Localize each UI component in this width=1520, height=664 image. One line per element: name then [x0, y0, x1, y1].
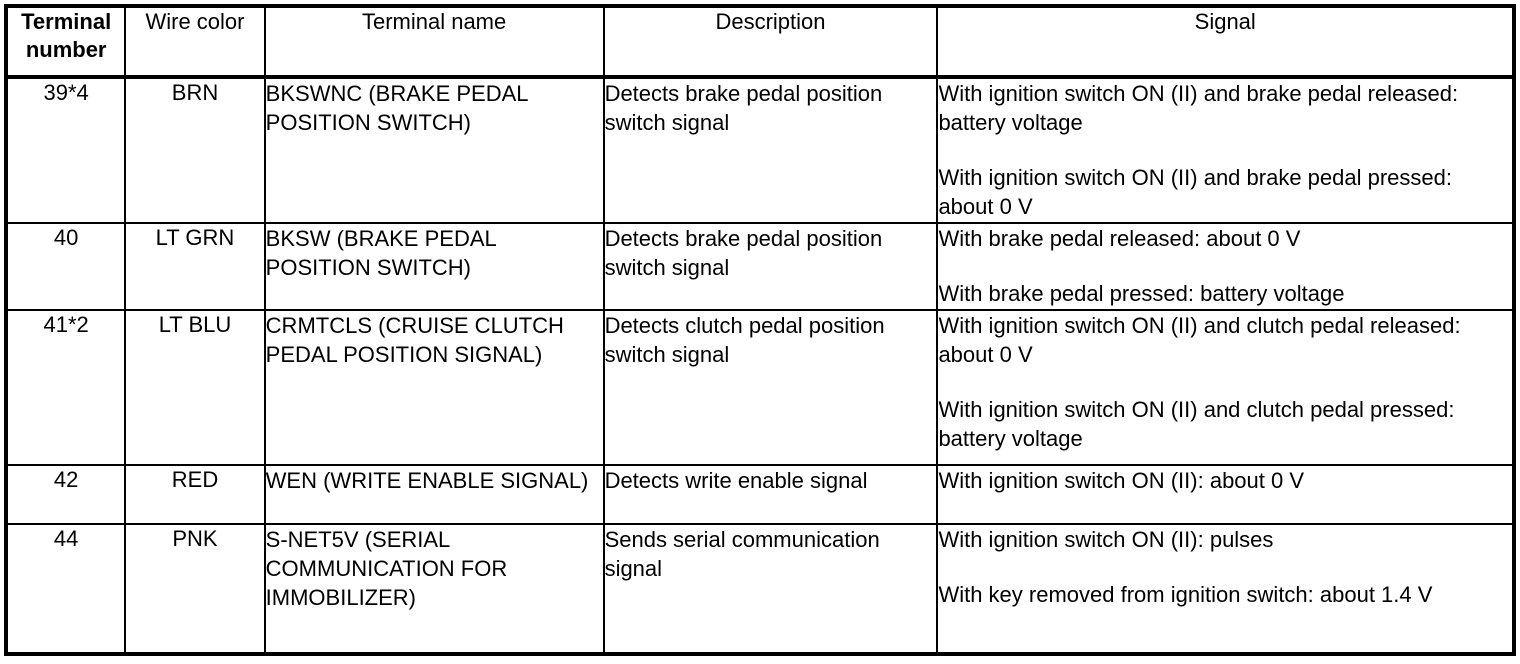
cell-wire-color: PNK	[124, 523, 266, 654]
column-header-signal: Signal	[936, 5, 1515, 79]
cell-wire-color: LT BLU	[124, 309, 266, 466]
cell-signal: With ignition switch ON (II): pulses Wit…	[936, 523, 1515, 654]
cell-terminal-name: BKSWNC (BRAKE PEDAL POSITION SWITCH)	[263, 76, 605, 224]
cell-signal: With ignition switch ON (II) and brake p…	[936, 76, 1515, 224]
column-header-terminal-name: Terminal name	[263, 5, 605, 79]
cell-terminal-name: CRMTCLS (CRUISE CLUTCH PEDAL POSITION SI…	[263, 309, 605, 466]
cell-terminal-number: 42	[4, 464, 127, 525]
cell-description: Detects write enable signal	[602, 464, 939, 525]
cell-terminal-name: BKSW (BRAKE PEDAL POSITION SWITCH)	[263, 222, 605, 311]
table-row: 42 RED WEN (WRITE ENABLE SIGNAL) Detects…	[4, 464, 1515, 525]
terminal-spec-table: Terminal number Wire color Terminal name…	[4, 4, 1516, 656]
cell-description: Detects clutch pedal position switch sig…	[602, 309, 939, 466]
cell-terminal-number: 41*2	[4, 309, 127, 466]
signal-paragraph: With ignition switch ON (II): pulses	[938, 527, 1274, 552]
table-header-row: Terminal number Wire color Terminal name…	[4, 5, 1515, 79]
cell-terminal-name: WEN (WRITE ENABLE SIGNAL)	[263, 464, 605, 525]
cell-description: Sends serial communication signal	[602, 523, 939, 654]
signal-paragraph: With ignition switch ON (II) and brake p…	[938, 81, 1459, 136]
column-header-wire-color: Wire color	[124, 5, 266, 79]
cell-terminal-number: 40	[4, 222, 127, 311]
signal-paragraph: With ignition switch ON (II) and brake p…	[938, 165, 1452, 220]
table-header: Terminal number Wire color Terminal name…	[4, 5, 1515, 79]
cell-wire-color: LT GRN	[124, 222, 266, 311]
table-row: 41*2 LT BLU CRMTCLS (CRUISE CLUTCH PEDAL…	[4, 309, 1515, 466]
cell-terminal-number: 39*4	[4, 76, 127, 224]
column-header-description: Description	[602, 5, 939, 79]
cell-wire-color: RED	[124, 464, 266, 525]
column-header-terminal-number: Terminal number	[4, 5, 127, 79]
table-row: 39*4 BRN BKSWNC (BRAKE PEDAL POSITION SW…	[4, 76, 1515, 224]
cell-terminal-number: 44	[4, 523, 127, 654]
table-row: 44 PNK S-NET5V (SERIAL COMMUNICATION FOR…	[4, 523, 1515, 654]
cell-description: Detects brake pedal position switch sign…	[602, 76, 939, 224]
cell-terminal-name: S-NET5V (SERIAL COMMUNICATION FOR IMMOBI…	[263, 523, 605, 654]
cell-signal: With brake pedal released: about 0 V Wit…	[936, 222, 1515, 311]
signal-paragraph: With brake pedal released: about 0 V	[938, 226, 1301, 251]
table-row: 40 LT GRN BKSW (BRAKE PEDAL POSITION SWI…	[4, 222, 1515, 311]
signal-paragraph: With ignition switch ON (II): about 0 V	[938, 468, 1305, 493]
signal-paragraph: With key removed from ignition switch: a…	[938, 582, 1433, 608]
cell-signal: With ignition switch ON (II) and clutch …	[936, 309, 1515, 466]
signal-paragraph: With brake pedal pressed: battery voltag…	[938, 281, 1345, 307]
signal-paragraph: With ignition switch ON (II) and clutch …	[938, 313, 1461, 368]
cell-description: Detects brake pedal position switch sign…	[602, 222, 939, 311]
cell-wire-color: BRN	[124, 76, 266, 224]
signal-paragraph: With ignition switch ON (II) and clutch …	[938, 397, 1455, 452]
table-body: 39*4 BRN BKSWNC (BRAKE PEDAL POSITION SW…	[4, 76, 1515, 654]
cell-signal: With ignition switch ON (II): about 0 V	[936, 464, 1515, 525]
